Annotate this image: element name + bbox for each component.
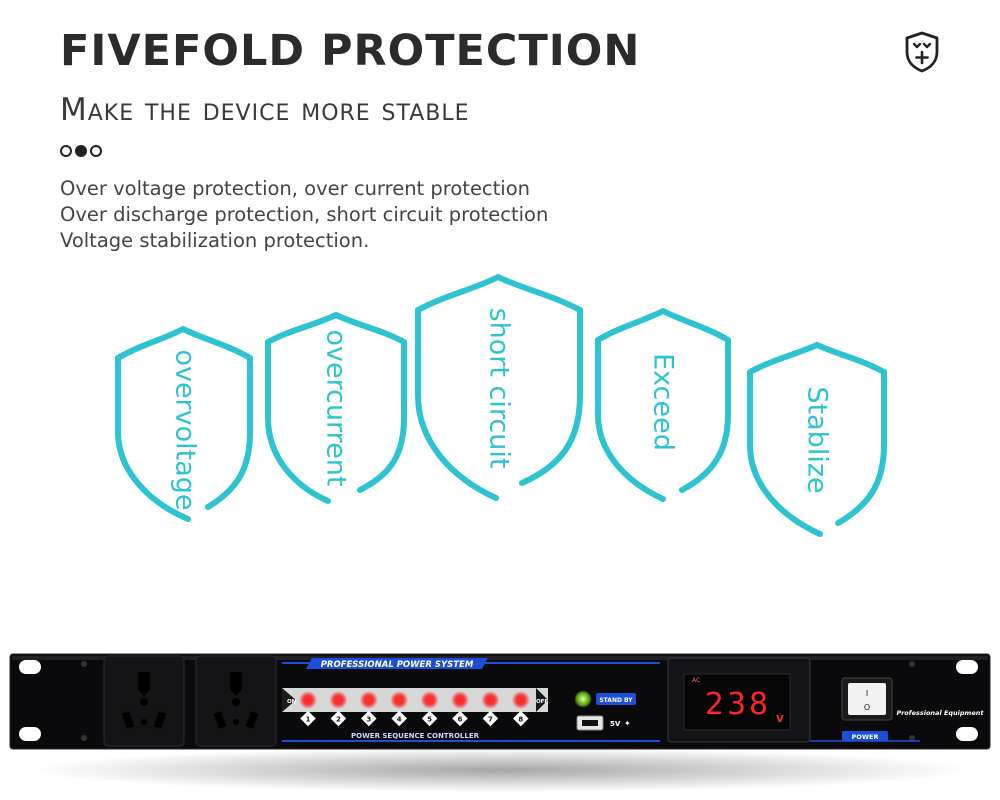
channel-number: 1: [306, 716, 311, 724]
banner-text: PROFESSIONAL POWER SYSTEM: [321, 660, 474, 670]
power-label: POWER: [852, 733, 879, 741]
channel-number: 8: [518, 716, 523, 724]
channel-number: 6: [458, 716, 463, 724]
page-title: FIVEFOLD PROTECTION: [60, 26, 641, 76]
shield-label: overcurrent: [321, 329, 352, 486]
sequence-arrow-bar: [282, 688, 548, 712]
channel-8: 8: [511, 691, 530, 727]
shield-stablize: Stablize: [747, 342, 887, 537]
power-badge: [842, 731, 888, 741]
channel-badge: [513, 710, 529, 727]
shield-plus-icon: [905, 31, 939, 73]
bulb-icon: ✦: [624, 719, 631, 728]
carousel-dot[interactable]: [90, 145, 102, 157]
shield-label: overvoltage: [170, 349, 201, 510]
carousel-dot[interactable]: [60, 145, 72, 157]
switch-on-label: I: [866, 689, 868, 698]
channel-led: [425, 696, 434, 704]
standby-badge: [596, 693, 636, 705]
channel-2: 2: [329, 691, 348, 727]
meter-unit: V: [776, 714, 784, 725]
protection-shields: overvoltage overcurrent short circuit Ex…: [115, 274, 887, 537]
channel-led: [364, 696, 373, 704]
carousel-dots: [60, 145, 102, 157]
ac-outlet[interactable]: [103, 655, 185, 747]
shield-short-circuit: short circuit: [415, 274, 583, 501]
ac-outlet[interactable]: [195, 655, 277, 747]
channel-led: [486, 696, 495, 704]
channel-number: 7: [488, 716, 493, 724]
rack-ear-holes: [19, 660, 978, 741]
channel-led: [516, 696, 525, 704]
standby-led: [574, 690, 592, 708]
shield-label: Stablize: [802, 386, 833, 493]
description: Over voltage protection, over current pr…: [60, 176, 548, 254]
meter-value: 238: [705, 687, 771, 722]
usb-label: 5V: [610, 720, 621, 728]
standby-label: STAND BY: [599, 697, 633, 704]
channel-led: [456, 696, 464, 704]
meter-ac-label: AC: [692, 677, 700, 684]
page-subtitle: Make the device more stable: [60, 92, 470, 128]
channel-led: [304, 696, 312, 704]
channel-number: 4: [397, 716, 402, 724]
channel-number: 5: [427, 716, 432, 724]
carousel-dot-active[interactable]: [75, 145, 87, 157]
channel-led: [395, 696, 404, 704]
power-sequencer-device: PROFESSIONAL POWER SYSTEM ON OFF 1 2 3 4 5 6 7…: [9, 653, 991, 792]
channel-led: [334, 696, 343, 704]
switch-off-label: O: [864, 703, 870, 712]
description-line: Voltage stabilization protection.: [60, 229, 370, 252]
channel-number: 2: [336, 716, 341, 724]
shield-label: short circuit: [484, 308, 515, 469]
shield-label: Exceed: [648, 353, 679, 451]
brand-label: Professional Equipment: [897, 709, 985, 717]
power-switch[interactable]: [848, 683, 886, 715]
description-line: Over voltage protection, over current pr…: [60, 177, 531, 200]
on-label: ON: [287, 699, 297, 705]
shield-overvoltage: overvoltage: [115, 326, 253, 522]
device-shadow: [30, 748, 970, 792]
shield-exceed: Exceed: [595, 308, 731, 502]
description-line: Over discharge protection, short circuit…: [60, 203, 549, 226]
banner-plate: [306, 658, 488, 669]
screws: [81, 661, 915, 741]
controller-label: POWER SEQUENCE CONTROLLER: [351, 732, 480, 740]
channel-number: 3: [366, 716, 371, 724]
off-label: OFF: [536, 699, 548, 705]
voltmeter-display: [683, 673, 791, 731]
shield-overcurrent: overcurrent: [265, 312, 407, 504]
